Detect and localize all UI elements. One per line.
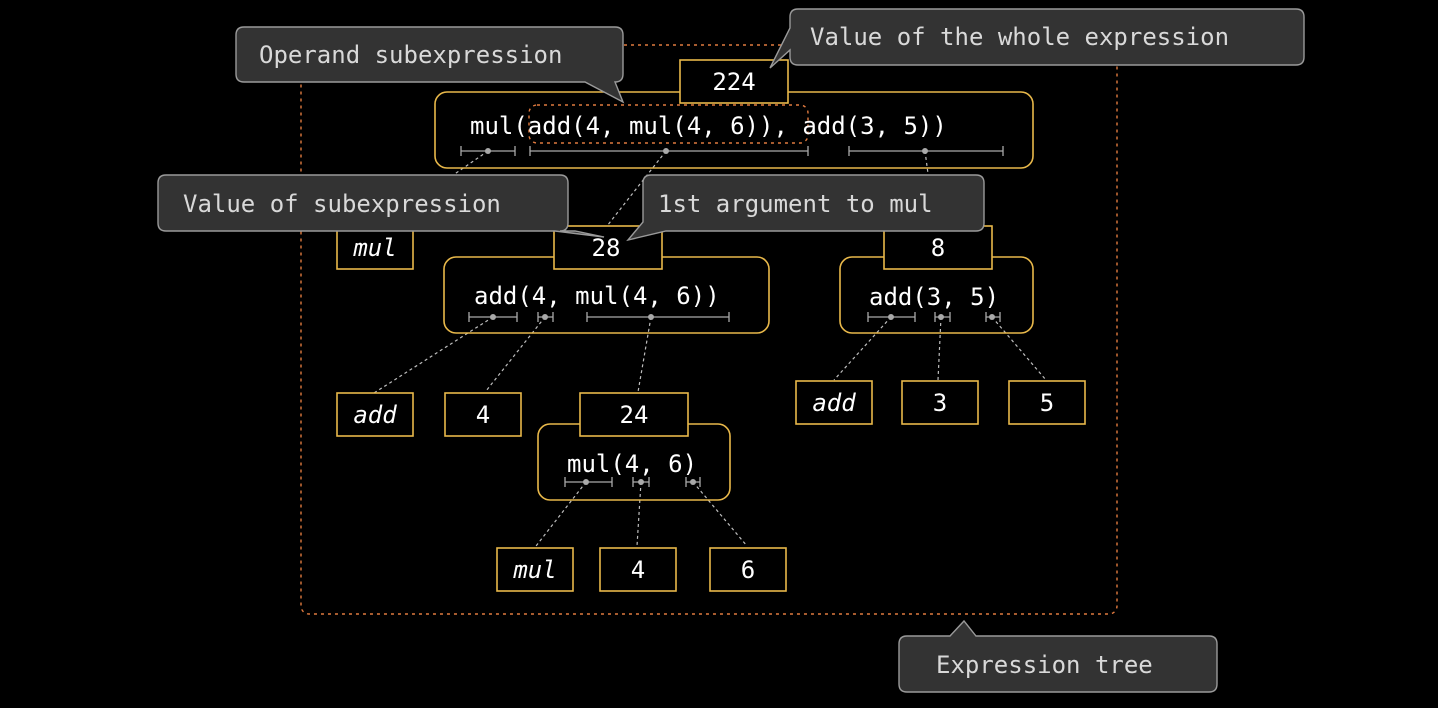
left-operator-leaf: add bbox=[336, 392, 414, 437]
link-inner-arg2 bbox=[692, 481, 748, 547]
root-dot-arg2 bbox=[922, 148, 928, 154]
right-arg2: 5 bbox=[1040, 389, 1054, 417]
root-operator: mul bbox=[352, 234, 396, 262]
right-arg1-leaf: 3 bbox=[901, 380, 979, 425]
right-dot-arg2 bbox=[989, 314, 995, 320]
left-dot-arg2 bbox=[648, 314, 654, 320]
callout-value-of-subexpression: Value of subexpression bbox=[157, 174, 605, 238]
callout-expression-tree-text: Expression tree bbox=[936, 651, 1153, 679]
callout-operand-subexpression: Operand subexpression bbox=[235, 26, 625, 104]
inner-operator-box bbox=[496, 547, 574, 592]
root-expression-text: mul(add(4, mul(4, 6)), add(3, 5)) bbox=[470, 112, 947, 140]
link-inner-operator bbox=[535, 481, 587, 547]
callout-first-argument: 1st argument to mul bbox=[626, 174, 985, 242]
inner-arg2: 6 bbox=[741, 556, 755, 584]
right-value-box bbox=[883, 225, 993, 270]
left-expression-text: add(4, mul(4, 6)) bbox=[474, 282, 720, 310]
callout-value-of-subexpression-text: Value of subexpression bbox=[183, 190, 501, 218]
expression-tree-frame bbox=[300, 44, 1118, 615]
inner-arg1-leaf: 4 bbox=[599, 547, 677, 592]
callout-first-argument-text: 1st argument to mul bbox=[658, 190, 933, 218]
inner-operator: mul bbox=[512, 556, 556, 584]
link-right-operator bbox=[833, 316, 892, 381]
inner-dot-arg2 bbox=[690, 479, 696, 485]
inner-arg2-leaf: 6 bbox=[709, 547, 787, 592]
right-arg1-box bbox=[901, 380, 979, 425]
left-dot-arg1 bbox=[542, 314, 548, 320]
right-operator-box bbox=[795, 380, 873, 425]
inner-arg1-box bbox=[599, 547, 677, 592]
inner-dot-operator bbox=[583, 479, 589, 485]
inner-arg2-box bbox=[709, 547, 787, 592]
right-brackets bbox=[867, 312, 1001, 322]
inner-dot-arg1 bbox=[638, 479, 644, 485]
inner-operator-leaf: mul bbox=[496, 547, 574, 592]
left-brackets bbox=[468, 312, 730, 322]
right-value: 8 bbox=[931, 234, 945, 262]
right-arg2-leaf: 5 bbox=[1008, 380, 1086, 425]
link-right-arg1 bbox=[937, 316, 942, 381]
right-operator-leaf: add bbox=[795, 380, 873, 425]
root-operator-leaf: mul bbox=[336, 225, 414, 270]
left-operator: add bbox=[353, 401, 397, 429]
root-dot-arg1 bbox=[663, 148, 669, 154]
inner-value-box bbox=[579, 392, 689, 437]
right-arg2-box bbox=[1008, 380, 1086, 425]
callout-expression-tree: Expression tree bbox=[898, 619, 1218, 693]
callout-value-of-whole-text: Value of the whole expression bbox=[810, 23, 1229, 51]
link-left-operator bbox=[373, 316, 494, 394]
root-brackets bbox=[460, 146, 1004, 156]
left-arg1: 4 bbox=[476, 401, 490, 429]
right-dot-operator bbox=[888, 314, 894, 320]
inner-expression-text: mul(4, 6) bbox=[567, 450, 697, 478]
operand-highlight bbox=[528, 104, 809, 144]
right-expression-text: add(3, 5) bbox=[869, 283, 999, 311]
root-value: 224 bbox=[712, 68, 755, 96]
right-arg1: 3 bbox=[933, 389, 947, 417]
link-root-left bbox=[606, 150, 667, 227]
left-operator-box bbox=[336, 392, 414, 437]
callout-operand-subexpression-text: Operand subexpression bbox=[259, 41, 562, 69]
left-value: 28 bbox=[592, 234, 621, 262]
left-node: add(4, mul(4, 6)) 28 bbox=[443, 225, 770, 334]
link-left-arg1 bbox=[485, 316, 546, 392]
right-dot-arg1 bbox=[938, 314, 944, 320]
callout-value-of-whole: Value of the whole expression bbox=[769, 8, 1305, 69]
left-arg1-box bbox=[444, 392, 522, 437]
root-dot-operator bbox=[485, 148, 491, 154]
left-dot-operator bbox=[490, 314, 496, 320]
root-operator-box bbox=[336, 225, 414, 270]
link-right-arg2 bbox=[991, 316, 1047, 381]
link-inner-arg1 bbox=[636, 481, 642, 547]
link-left-inner bbox=[637, 316, 652, 393]
right-operator: add bbox=[812, 389, 856, 417]
inner-value: 24 bbox=[620, 401, 649, 429]
left-arg1-leaf: 4 bbox=[444, 392, 522, 437]
inner-node: mul(4, 6) 24 bbox=[537, 392, 731, 501]
inner-arg1: 4 bbox=[631, 556, 645, 584]
right-node: add(3, 5) 8 bbox=[839, 225, 1034, 334]
